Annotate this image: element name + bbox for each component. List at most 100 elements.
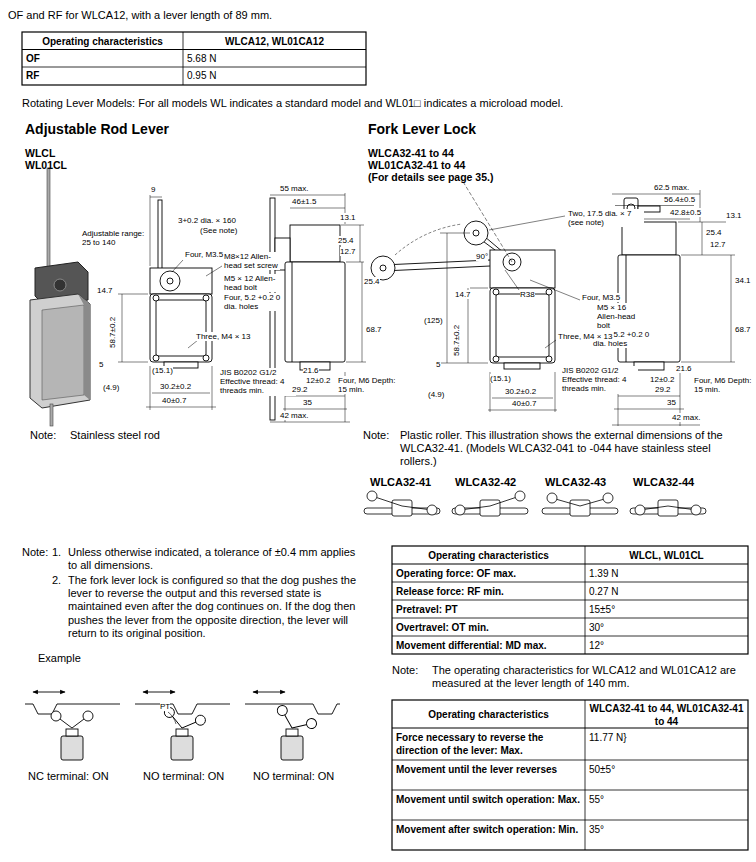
example-figure [276,704,289,717]
note-text: Unless otherwise indicated, a tolerance … [68,546,363,572]
table-grid [585,546,586,654]
side-view-rod-lever [285,262,345,362]
dimension-line [395,180,580,412]
example-figure [194,714,206,726]
dimension-label: 9 [151,185,155,194]
example-figure [245,704,340,714]
model-heading: WL01CA32-41 to 44 [368,159,465,171]
dimension-line [702,222,703,255]
dimension-label: 62.5 max. [654,183,689,192]
table-header: WLCA32-41 to 44, WL01CA32-41 to 44 [589,702,744,728]
dimension-line [614,409,684,410]
dimension-label: 55 max. [280,184,308,193]
dimension-label: Three, M4 × 13 [558,332,612,341]
example-figure [25,692,340,760]
table-grid [392,636,748,637]
dimension-line [360,225,361,262]
fork-variant-icon [515,491,525,501]
table-grid [392,790,748,791]
dimension-label: 14.7 [455,290,471,299]
front-view-fork-lever [371,221,555,369]
fork-variant-icon [364,491,440,516]
example-figure [273,704,318,737]
dimension-label: (See note) [200,226,237,235]
switch-photo [42,305,84,400]
dimension-line [212,366,213,410]
dimension-line [283,409,347,410]
dimension-label: 25.4 [338,236,354,245]
example-figure [176,729,188,736]
dimension-label: PT [160,702,170,711]
switch-photo [47,168,50,278]
table-cell: 1.39 N [589,567,618,580]
model-name: WLCA32-43 [545,476,606,489]
dimension-label: 90° [476,252,488,261]
note-text: 2. [52,574,61,587]
note-text: OF and RF for WLCA12, with a lever lengt… [8,9,272,22]
example-figure [168,712,176,724]
dimension-line [150,197,162,198]
dimension-label: Four, M6 Depth: 15 min. [694,376,752,394]
dimension-line [505,270,519,290]
dimension-line [615,205,694,206]
dimension-line [146,407,216,408]
dimension-line [341,225,364,226]
dimension-label: 12±0.2 [306,376,330,385]
dimension-label: Four, 5.2 +0.2 0 dia. holes [224,293,284,311]
dimension-line [152,393,210,394]
fork-variant-icon [570,500,590,516]
example-figure [61,736,83,760]
dimension-label: 40±0.7 [162,396,186,405]
table-row-header: Movement until the lever reverses [396,763,582,776]
example-figure [25,704,120,714]
note-text: Note: [22,546,48,559]
dimension-line [470,288,488,289]
table-cell: 35° [589,823,604,836]
switch-photo [30,168,90,426]
table-grid [392,546,748,654]
dimension-label: Two, 17.5 dia. × 7 (see note) [568,209,644,227]
table-grid [392,563,748,564]
table-cell: 50±5° [589,763,615,776]
dimension-label: Four, M6 Depth: 15 min. [338,376,396,394]
note-text: Stainless steel rod [70,429,160,442]
dimension-line [530,280,580,300]
example-figure [253,692,285,693]
dimension-line [555,372,556,412]
dimension-line [545,340,556,348]
dimension-label: 21.6 [303,366,319,375]
switch-photo [30,294,90,408]
dimension-label: 21.6 [676,364,692,373]
dimension-label: 68.7 [735,325,751,334]
front-view-rod-lever [150,294,212,362]
dimension-label: 30.2±0.2 [160,382,191,391]
table-header: Operating characteristics [396,549,581,562]
model-name: WLCA32-44 [633,476,694,489]
dimension-label: 12.7 [340,247,356,256]
fork-variant-icon [452,491,528,516]
fork-variant-icon [658,500,678,516]
table-grid [22,32,748,850]
switch-photo [50,404,53,426]
model-name: WLCA32-42 [455,476,516,489]
table-row-header: RF [26,69,39,82]
table-row-header: OF [26,52,40,65]
dimension-line [681,255,735,256]
dimension-line [270,422,350,423]
fork-variant-icon [635,505,645,515]
dimension-line [346,262,364,263]
table-grid [183,32,184,85]
model-heading: WL01CL [25,159,67,171]
dimension-label: 40±0.7 [512,399,536,408]
table-grid [22,67,366,68]
note-text: The fork lever lock is configured so tha… [68,574,363,640]
dimension-line [172,260,183,272]
dimension-line [188,340,198,348]
side-view-fork-lever [634,362,664,370]
table-row-header: Release force: RF min. [396,585,582,598]
dimension-line [150,366,151,410]
dimension-label: (15.1) [152,366,173,375]
fork-variant-icon [364,491,706,516]
example-figure [305,717,318,730]
dimension-label: 34.1 [735,276,751,285]
